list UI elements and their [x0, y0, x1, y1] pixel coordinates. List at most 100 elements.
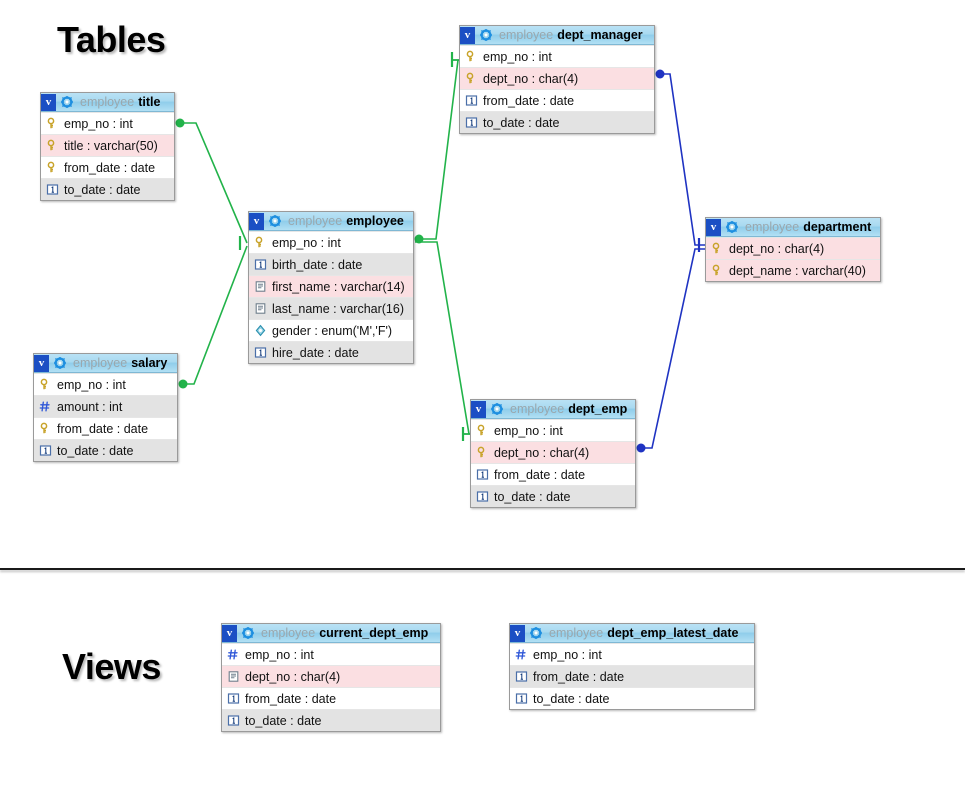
date-icon [476, 468, 489, 481]
gear-icon[interactable] [240, 625, 256, 642]
field-row[interactable]: emp_no : int [471, 419, 635, 441]
entity-name-label: employee [346, 214, 404, 228]
date-icon [465, 94, 478, 107]
key-icon [46, 161, 59, 174]
view-badge-icon: v [41, 93, 56, 111]
field-label: from_date : date [483, 93, 575, 108]
field-row[interactable]: from_date : date [471, 463, 635, 485]
field-row[interactable]: from_date : date [460, 89, 654, 111]
entity-name-label: department [803, 220, 872, 234]
field-row[interactable]: from_date : date [510, 665, 754, 687]
gear-icon[interactable] [528, 625, 544, 642]
field-label: hire_date : date [272, 345, 359, 360]
date-icon [515, 692, 528, 705]
field-row[interactable]: to_date : date [460, 111, 654, 133]
view-badge-icon: v [34, 354, 49, 372]
field-label: from_date : date [533, 669, 625, 684]
field-row[interactable]: gender : enum('M','F') [249, 319, 413, 341]
field-label: first_name : varchar(14) [272, 279, 405, 294]
field-row[interactable]: dept_name : varchar(40) [706, 259, 880, 281]
field-row[interactable]: dept_no : char(4) [471, 441, 635, 463]
section-title-tables: Tables [57, 19, 166, 60]
field-row[interactable]: to_date : date [34, 439, 177, 461]
key-icon [476, 446, 489, 459]
field-row[interactable]: dept_no : char(4) [460, 67, 654, 89]
field-row[interactable]: to_date : date [41, 178, 174, 200]
gear-icon[interactable] [267, 213, 283, 230]
key-icon [711, 242, 724, 255]
field-row[interactable]: title : varchar(50) [41, 134, 174, 156]
field-row[interactable]: birth_date : date [249, 253, 413, 275]
gear-icon[interactable] [489, 401, 505, 418]
field-row[interactable]: to_date : date [222, 709, 440, 731]
field-label: dept_name : varchar(40) [729, 263, 866, 278]
field-row[interactable]: to_date : date [510, 687, 754, 709]
link-employee-dept-manager [414, 52, 459, 244]
field-row[interactable]: first_name : varchar(14) [249, 275, 413, 297]
section-divider [0, 568, 965, 570]
gear-icon[interactable] [59, 94, 75, 111]
link-salary-employee [178, 245, 248, 389]
field-row[interactable]: last_name : varchar(16) [249, 297, 413, 319]
field-row[interactable]: from_date : date [41, 156, 174, 178]
view-badge-icon: v [706, 218, 721, 236]
field-label: dept_no : char(4) [245, 669, 341, 684]
key-icon [39, 422, 52, 435]
field-label: to_date : date [245, 713, 322, 728]
field-label: emp_no : int [64, 116, 133, 131]
field-row[interactable]: emp_no : int [510, 643, 754, 665]
field-label: gender : enum('M','F') [272, 323, 393, 338]
date-icon [254, 258, 267, 271]
field-row[interactable]: hire_date : date [249, 341, 413, 363]
field-row[interactable]: emp_no : int [41, 112, 174, 134]
field-row[interactable]: to_date : date [471, 485, 635, 507]
entity-schema-label: employee [549, 626, 604, 640]
field-row[interactable]: amount : int [34, 395, 177, 417]
gear-icon[interactable] [52, 355, 68, 372]
field-row[interactable]: dept_no : char(4) [706, 237, 880, 259]
field-row[interactable]: emp_no : int [249, 231, 413, 253]
field-label: title : varchar(50) [64, 138, 158, 153]
link-dept-manager-department [655, 69, 705, 252]
view-badge-icon: v [460, 26, 475, 44]
field-row[interactable]: from_date : date [34, 417, 177, 439]
text-icon [227, 670, 240, 683]
entity-name-label: title [138, 95, 161, 109]
gear-icon[interactable] [478, 27, 494, 44]
field-label: to_date : date [533, 691, 610, 706]
text-icon [254, 280, 267, 293]
field-label: from_date : date [245, 691, 337, 706]
enum-icon [254, 324, 267, 337]
field-label: dept_no : char(4) [729, 241, 825, 256]
field-row[interactable]: dept_no : char(4) [222, 665, 440, 687]
field-label: to_date : date [57, 443, 134, 458]
entity-name-label: current_dept_emp [319, 626, 429, 640]
field-label: from_date : date [494, 467, 586, 482]
section-title-views: Views [62, 646, 161, 687]
key-icon [39, 378, 52, 391]
field-row[interactable]: emp_no : int [222, 643, 440, 665]
gear-icon[interactable] [724, 219, 740, 236]
date-icon [227, 692, 240, 705]
view-badge-icon: v [222, 624, 237, 642]
field-row[interactable]: emp_no : int [460, 45, 654, 67]
entity-schema-label: employee [73, 356, 128, 370]
field-row[interactable]: from_date : date [222, 687, 440, 709]
field-row[interactable]: emp_no : int [34, 373, 177, 395]
